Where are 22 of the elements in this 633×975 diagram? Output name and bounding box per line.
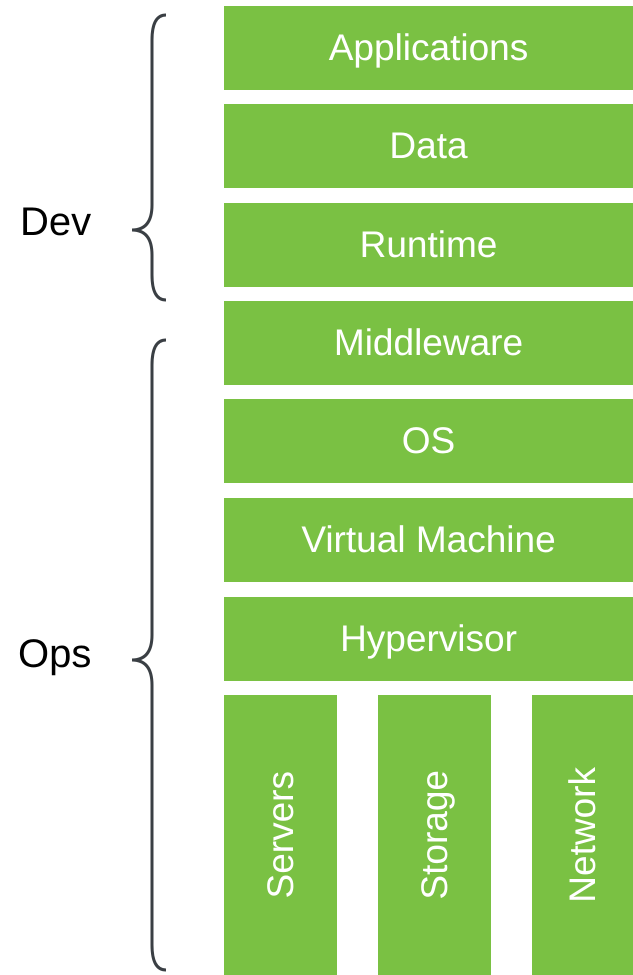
layer-label: Middleware xyxy=(334,322,524,364)
layer-label: Data xyxy=(389,125,468,167)
layer-bar xyxy=(224,695,337,975)
layer-label: Servers xyxy=(260,771,302,899)
layer-label: Runtime xyxy=(360,224,498,266)
layer-label: Virtual Machine xyxy=(301,519,556,561)
layer-bar xyxy=(378,695,491,975)
layer-bar xyxy=(224,203,633,287)
bracket-label: Ops xyxy=(18,632,92,677)
layer-label: Network xyxy=(562,767,604,903)
layer-bar xyxy=(532,695,633,975)
bracket-label: Dev xyxy=(20,200,92,245)
layer-bar xyxy=(224,104,633,188)
layer-bar xyxy=(224,6,633,90)
layer-label: OS xyxy=(402,420,456,462)
layer-bar xyxy=(224,301,633,385)
layer-label: Applications xyxy=(328,27,528,69)
layer-bar xyxy=(224,399,633,483)
layer-label: Hypervisor xyxy=(340,618,517,660)
layer-label: Storage xyxy=(414,770,456,900)
layer-bar xyxy=(224,498,633,582)
layer-bar xyxy=(224,597,633,681)
